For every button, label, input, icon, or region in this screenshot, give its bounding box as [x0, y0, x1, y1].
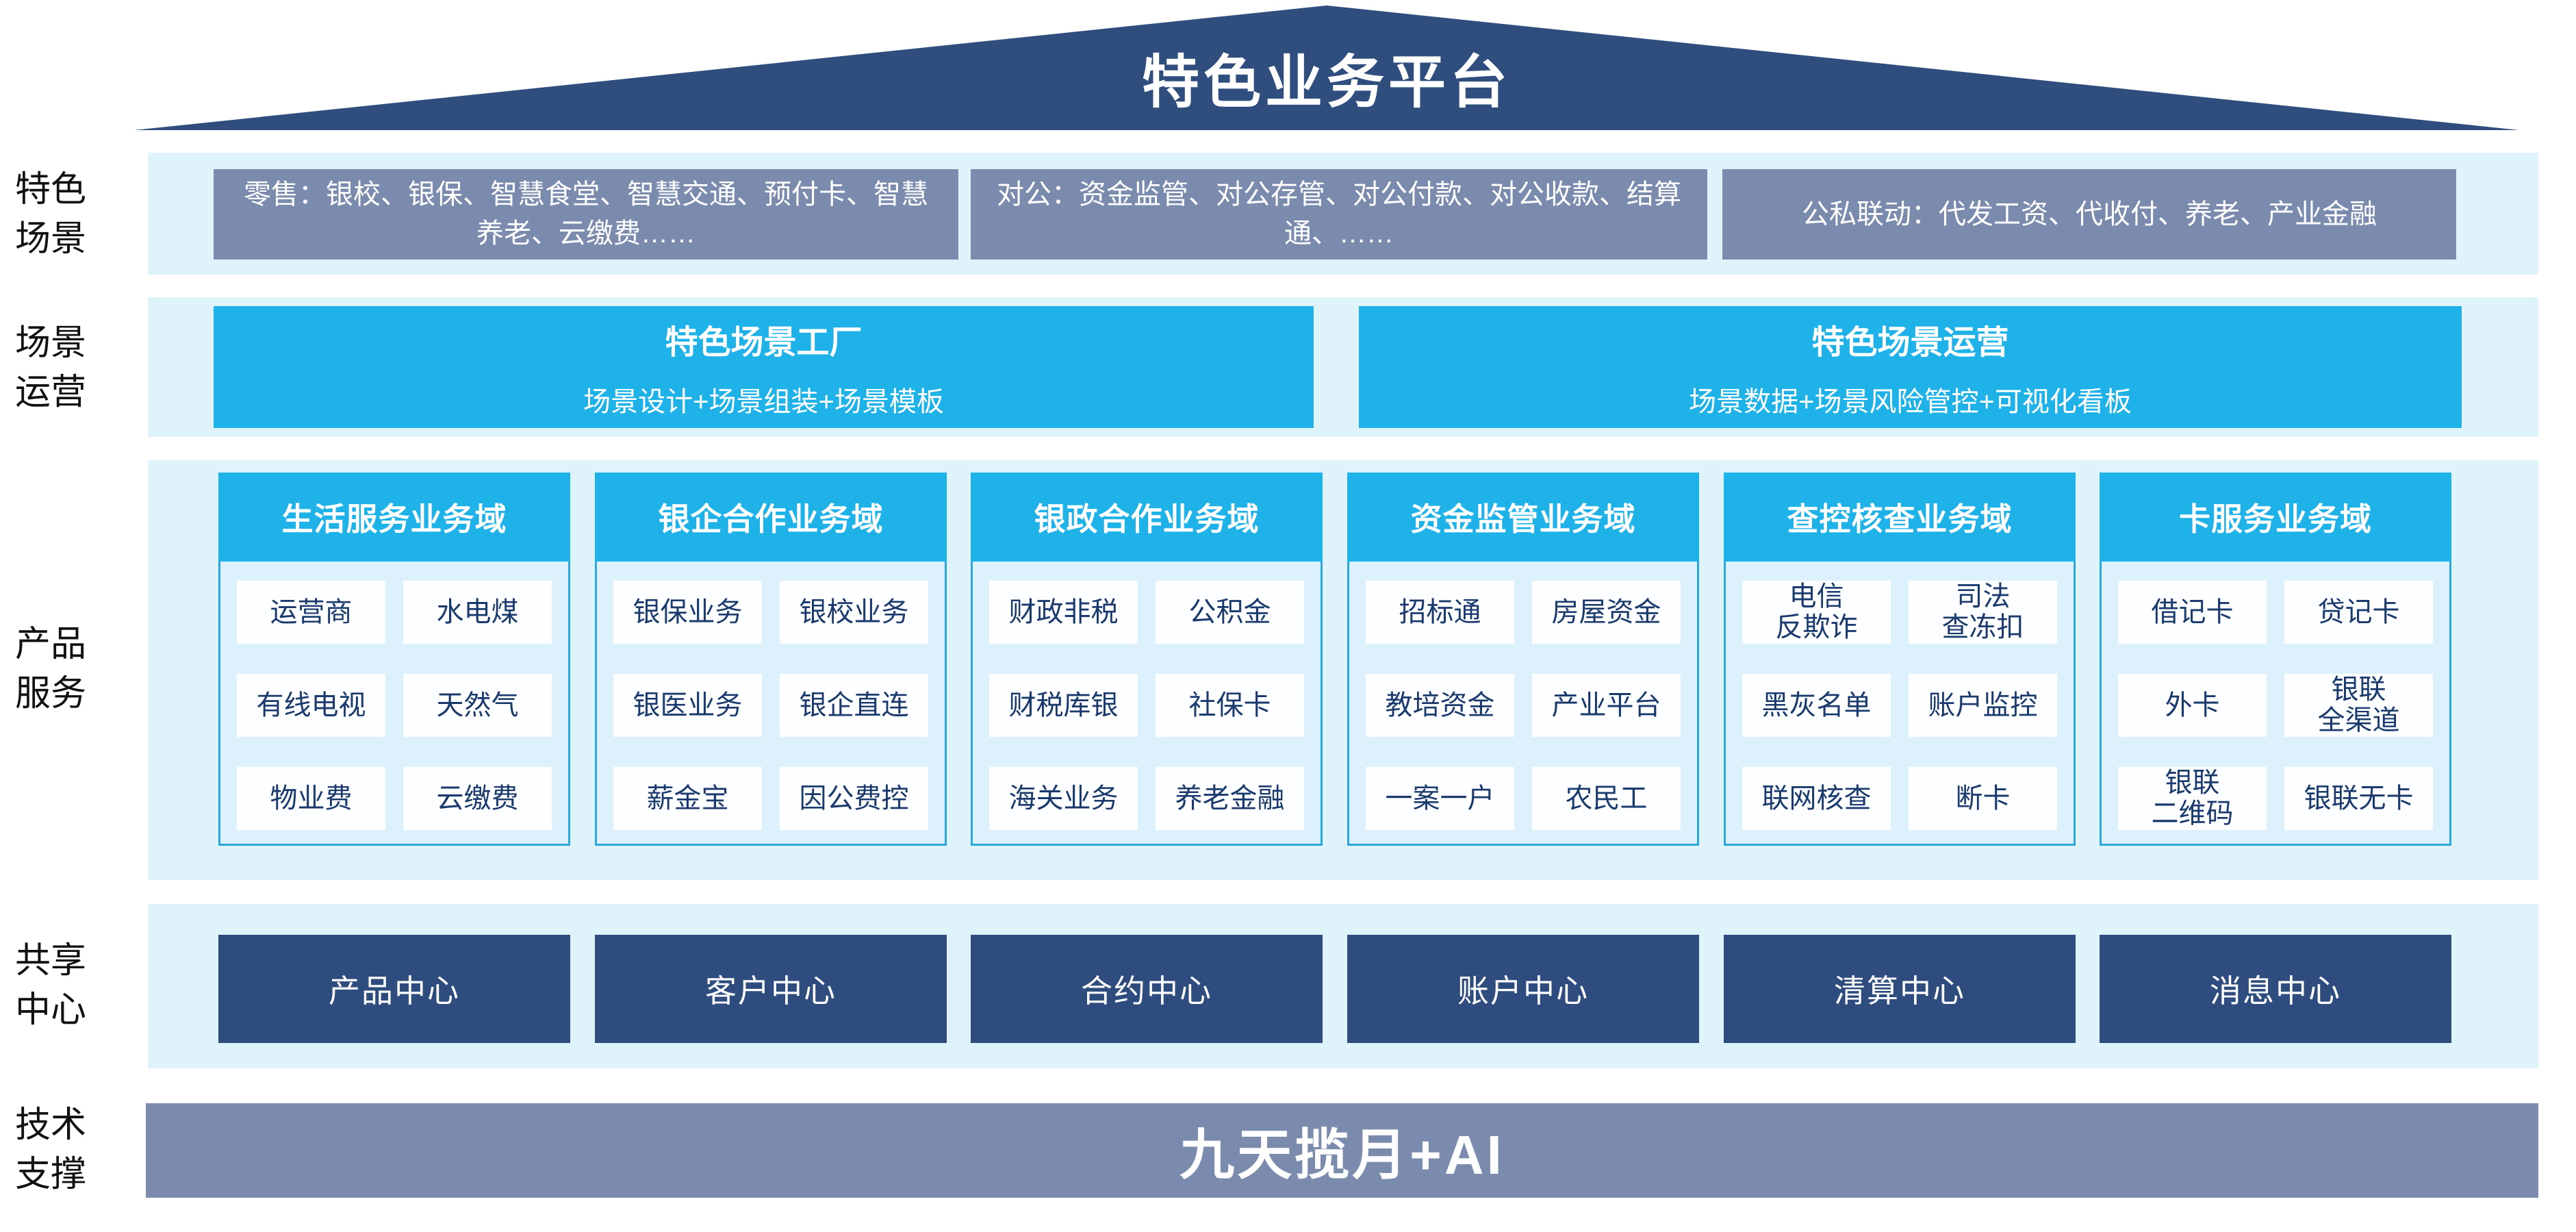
product-cell: 运营商	[237, 581, 385, 644]
product-cell: 贷记卡	[2284, 581, 2433, 644]
product-cell: 海关业务	[989, 767, 1138, 830]
product-cell: 银联无卡	[2284, 767, 2433, 830]
product-cell: 银保业务	[613, 581, 762, 644]
scene-box-retail: 零售：银校、银保、智慧食堂、智慧交通、预付卡、智慧养老、云缴费……	[214, 169, 958, 260]
operation-box-subtitle: 场景数据+场景风险管控+可视化看板	[1689, 387, 2132, 417]
product-column-header: 银政合作业务域	[971, 473, 1323, 562]
product-cell: 断卡	[1909, 767, 2057, 830]
product-column-body: 借记卡 贷记卡 外卡 银联 全渠道 银联 二维码 银联无卡	[2100, 562, 2451, 846]
products-band: 生活服务业务域 运营商 水电煤 有线电视 天然气 物业费 云缴费 银企合作业务域…	[148, 460, 2538, 880]
product-column-inquiry-control: 查控核查业务域 电信 反欺诈 司法 查冻扣 黑灰名单 账户监控 联网核查 断卡	[1724, 473, 2076, 846]
product-cell: 银校业务	[780, 581, 928, 644]
product-cell: 产业平台	[1532, 674, 1681, 737]
shared-center-contract: 合约中心	[971, 935, 1323, 1043]
operations-band: 特色场景工厂 场景设计+场景组装+场景模板 特色场景运营 场景数据+场景风险管控…	[148, 297, 2538, 437]
row-label-shared: 共享 中心	[15, 941, 87, 1030]
product-cell: 银企直连	[780, 674, 928, 737]
product-cell: 外卡	[2118, 674, 2267, 737]
tech-support-bar-label: 九天揽月+AI	[1179, 1124, 1505, 1185]
product-cell: 黑灰名单	[1742, 674, 1891, 737]
shared-center-customer: 客户中心	[595, 935, 947, 1043]
product-column-header: 卡服务业务域	[2100, 473, 2451, 562]
operation-box-subtitle: 场景设计+场景组装+场景模板	[583, 387, 944, 417]
product-cell: 招标通	[1366, 581, 1514, 644]
product-cell: 银联 二维码	[2118, 767, 2267, 830]
product-column-header: 银企合作业务域	[595, 473, 947, 562]
product-cell: 借记卡	[2118, 581, 2267, 644]
product-column-body: 招标通 房屋资金 教培资金 产业平台 一案一户 农民工	[1347, 562, 1699, 846]
diagram-title: 特色业务平台	[1141, 50, 1512, 114]
operation-box-ops: 特色场景运营 场景数据+场景风险管控+可视化看板	[1359, 306, 2462, 428]
scene-box-linkage: 公私联动：代发工资、代收付、养老、产业金融	[1722, 169, 2456, 260]
product-cell: 电信 反欺诈	[1742, 581, 1891, 644]
product-column-body: 电信 反欺诈 司法 查冻扣 黑灰名单 账户监控 联网核查 断卡	[1724, 562, 2076, 846]
product-cell: 公积金	[1156, 581, 1304, 644]
shared-center-product: 产品中心	[218, 935, 570, 1043]
product-cell: 因公费控	[780, 767, 928, 830]
product-cell: 天然气	[403, 674, 552, 737]
shared-center-message: 消息中心	[2100, 935, 2451, 1043]
roof-banner: 特色业务平台	[134, 5, 2519, 130]
product-cell: 薪金宝	[613, 767, 762, 830]
product-column-bank-enterprise: 银企合作业务域 银保业务 银校业务 银医业务 银企直连 薪金宝 因公费控	[595, 473, 947, 846]
operation-box-factory: 特色场景工厂 场景设计+场景组装+场景模板	[214, 306, 1314, 428]
product-cell: 房屋资金	[1532, 581, 1681, 644]
product-cell: 有线电视	[237, 674, 385, 737]
product-cell: 联网核查	[1742, 767, 1891, 830]
product-column-card-services: 卡服务业务域 借记卡 贷记卡 外卡 银联 全渠道 银联 二维码 银联无卡	[2100, 473, 2451, 846]
shared-centers-band: 产品中心 客户中心 合约中心 账户中心 清算中心 消息中心	[148, 904, 2538, 1068]
scene-box-corporate: 对公：资金监管、对公存管、对公付款、对公收款、结算通、……	[971, 169, 1707, 260]
shared-center-clearing: 清算中心	[1724, 935, 2076, 1043]
scenes-band: 零售：银校、银保、智慧食堂、智慧交通、预付卡、智慧养老、云缴费…… 对公：资金监…	[148, 153, 2538, 275]
product-cell: 养老金融	[1156, 767, 1304, 830]
row-label-products: 产品 服务	[15, 625, 87, 714]
product-column-bank-government: 银政合作业务域 财政非税 公积金 财税库银 社保卡 海关业务 养老金融	[971, 473, 1323, 846]
product-column-body: 财政非税 公积金 财税库银 社保卡 海关业务 养老金融	[971, 562, 1323, 846]
product-cell: 银联 全渠道	[2284, 674, 2433, 737]
product-column-body: 银保业务 银校业务 银医业务 银企直连 薪金宝 因公费控	[595, 562, 947, 846]
product-cell: 社保卡	[1156, 674, 1304, 737]
product-cell: 水电煤	[403, 581, 552, 644]
product-cell: 云缴费	[403, 767, 552, 830]
product-cell: 银医业务	[613, 674, 762, 737]
product-column-fund-supervision: 资金监管业务域 招标通 房屋资金 教培资金 产业平台 一案一户 农民工	[1347, 473, 1699, 846]
product-cell: 财税库银	[989, 674, 1138, 737]
product-cell: 账户监控	[1909, 674, 2057, 737]
tech-support-bar: 九天揽月+AI	[146, 1103, 2538, 1198]
product-column-body: 运营商 水电煤 有线电视 天然气 物业费 云缴费	[218, 562, 570, 846]
product-cell: 一案一户	[1366, 767, 1514, 830]
product-cell: 物业费	[237, 767, 385, 830]
shared-center-account: 账户中心	[1347, 935, 1699, 1043]
product-cell: 司法 查冻扣	[1909, 581, 2057, 644]
row-label-tech: 技术 支撑	[15, 1105, 87, 1194]
row-label-scenes: 特色 场景	[15, 170, 87, 259]
product-cell: 农民工	[1532, 767, 1681, 830]
operation-box-title: 特色场景工厂	[665, 325, 863, 361]
product-column-life-services: 生活服务业务域 运营商 水电煤 有线电视 天然气 物业费 云缴费	[218, 473, 570, 846]
product-column-header: 查控核查业务域	[1724, 473, 2076, 562]
product-column-header: 资金监管业务域	[1347, 473, 1699, 562]
product-cell: 财政非税	[989, 581, 1138, 644]
row-label-operations: 场景 运营	[15, 323, 87, 412]
operation-box-title: 特色场景运营	[1811, 325, 2009, 361]
product-cell: 教培资金	[1366, 674, 1514, 737]
product-column-header: 生活服务业务域	[218, 473, 570, 562]
